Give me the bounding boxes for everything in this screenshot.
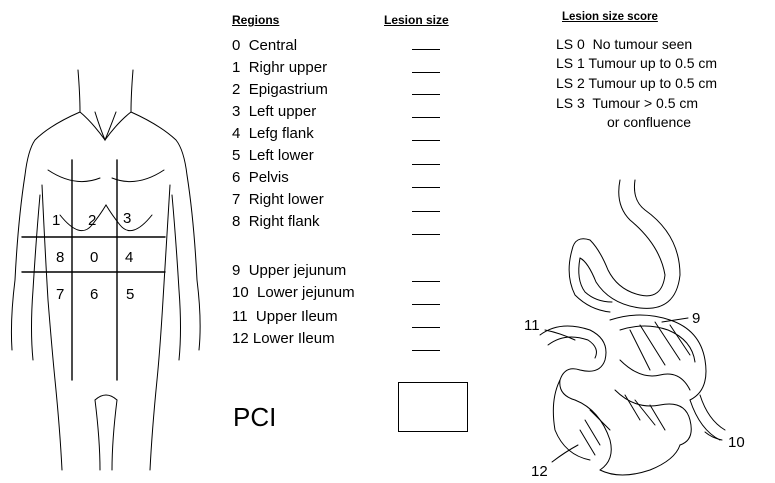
score-row: LS 0 No tumour seen (556, 36, 692, 52)
grid-label-0: 0 (90, 249, 98, 266)
lesion-size-score-header: Lesion size score (562, 11, 658, 23)
region-item: 12 Lower Ileum (232, 330, 335, 348)
lesion-size-blank[interactable] (412, 350, 440, 351)
grid-label-2: 2 (88, 212, 96, 229)
score-row: LS 2 Tumour up to 0.5 cm (556, 75, 717, 91)
lesion-size-blank[interactable] (412, 94, 440, 95)
region-item: 2 Epigastrium (232, 81, 328, 99)
lesion-size-blank[interactable] (412, 140, 440, 141)
grid-label-3: 3 (123, 210, 131, 227)
lesion-size-header: Lesion size (384, 13, 449, 27)
region-item: 1 Righr upper (232, 59, 327, 77)
intestine-label-12: 12 (531, 463, 548, 480)
region-item: 10 Lower jejunum (232, 284, 355, 302)
small-intestine-drawing (540, 180, 725, 475)
lesion-size-blank[interactable] (412, 187, 440, 188)
intestine-label-10: 10 (728, 434, 745, 451)
grid-label-4: 4 (125, 249, 133, 266)
lesion-size-blank[interactable] (412, 211, 440, 212)
region-item: 9 Upper jejunum (232, 262, 346, 280)
lesion-size-blank[interactable] (412, 234, 440, 235)
lesion-size-blank[interactable] (412, 281, 440, 282)
intestine-label-9: 9 (692, 310, 700, 327)
lesion-size-blank[interactable] (412, 117, 440, 118)
region-item: 5 Left lower (232, 147, 314, 165)
score-row: LS 1 Tumour up to 0.5 cm (556, 55, 717, 71)
regions-header: Regions (232, 13, 279, 27)
region-item: 6 Pelvis (232, 169, 289, 187)
region-item: 4 Lefg flank (232, 125, 314, 143)
region-item: 0 Central (232, 37, 297, 55)
grid-label-1: 1 (52, 212, 60, 229)
region-item: 11 Upper Ileum (232, 308, 338, 326)
intestine-label-11: 11 (524, 317, 540, 334)
grid-label-5: 5 (126, 286, 134, 303)
region-item: 7 Right lower (232, 191, 324, 209)
region-item: 8 Right flank (232, 213, 320, 231)
region-item: 3 Left upper (232, 103, 316, 121)
lesion-size-blank[interactable] (412, 304, 440, 305)
lesion-size-blank[interactable] (412, 327, 440, 328)
lesion-size-blank[interactable] (412, 164, 440, 165)
grid-label-8: 8 (56, 249, 64, 266)
score-row: LS 3 Tumour > 0.5 cm (556, 95, 698, 111)
score-row-continuation: or confluence (607, 114, 691, 130)
lesion-size-blank[interactable] (412, 72, 440, 73)
grid-label-7: 7 (56, 286, 64, 303)
pci-score-box[interactable] (398, 382, 468, 432)
lesion-size-blank[interactable] (412, 49, 440, 50)
grid-label-6: 6 (90, 286, 98, 303)
pci-label: PCI (233, 402, 276, 433)
